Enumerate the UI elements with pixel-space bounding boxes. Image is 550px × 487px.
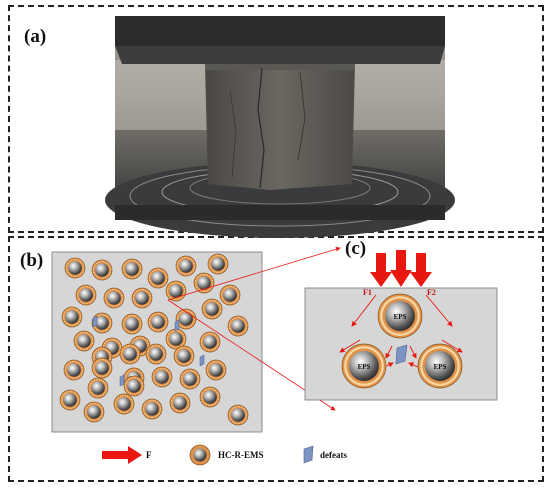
particle-b-1 <box>91 259 113 281</box>
particle-b-19 <box>73 330 95 352</box>
legend-force-arrow <box>102 446 142 464</box>
particle-b-6 <box>75 284 97 306</box>
force-label-f2: F2 <box>427 288 436 297</box>
defect-b-1 <box>174 319 180 332</box>
panel-b-label: (b) <box>20 250 44 271</box>
legend-particle-icon <box>189 444 211 466</box>
force-label-f1: F1 <box>363 288 372 297</box>
particle-field <box>59 253 249 426</box>
particle-b-18 <box>227 315 249 337</box>
compression-test-photo <box>105 16 455 238</box>
legend-defect-icon <box>303 445 314 464</box>
particle-zoom-2: EPS <box>417 343 463 389</box>
particle-zoom-0: EPS <box>377 293 423 339</box>
particle-b-33 <box>205 359 227 381</box>
defect-b-0 <box>92 315 98 328</box>
panel-a-label: (a) <box>24 26 47 47</box>
particle-zoom-label-2: EPS <box>434 363 447 371</box>
defect-b-3 <box>199 354 205 367</box>
force-arrows-c <box>370 250 432 287</box>
particle-b-26 <box>145 343 167 365</box>
particle-b-29 <box>91 357 113 379</box>
particle-b-22 <box>165 328 187 350</box>
particle-b-15 <box>147 311 169 333</box>
particle-b-5 <box>207 253 229 275</box>
legend-defect-label: defeats <box>320 450 347 460</box>
particle-b-2 <box>121 258 143 280</box>
particle-b-25 <box>119 343 141 365</box>
particle-b-28 <box>63 359 85 381</box>
particle-b-36 <box>59 389 81 411</box>
particle-b-14 <box>121 313 143 335</box>
particle-zoom-1: EPS <box>341 343 387 389</box>
particle-b-11 <box>219 284 241 306</box>
panel-c-label: (c) <box>345 238 367 259</box>
defect-b-2 <box>119 374 125 387</box>
particle-b-9 <box>165 280 187 302</box>
particle-b-41 <box>199 386 221 408</box>
particle-b-10 <box>193 272 215 294</box>
particle-b-17 <box>201 298 223 320</box>
particle-b-40 <box>169 392 191 414</box>
zoom-line-top <box>167 246 341 301</box>
particle-b-42 <box>227 404 249 426</box>
particle-zoom-group: EPS EPS EPS <box>341 293 463 389</box>
particle-b-23 <box>199 331 221 353</box>
particle-b-0 <box>64 257 86 279</box>
particle-b-35 <box>123 375 145 397</box>
particle-b-7 <box>103 287 125 309</box>
particle-b-32 <box>179 368 201 390</box>
particle-b-38 <box>113 393 135 415</box>
particle-zoom-label-1: EPS <box>358 363 371 371</box>
particle-b-31 <box>151 366 173 388</box>
particle-b-3 <box>147 267 169 289</box>
legend-particle-label: HC-R-EMS <box>218 450 264 460</box>
particle-b-37 <box>83 401 105 423</box>
defect-field <box>92 315 205 387</box>
particle-zoom-label-0: EPS <box>394 313 407 321</box>
particle-b-12 <box>61 306 83 328</box>
particle-b-27 <box>173 345 195 367</box>
legend-force-label: F <box>146 450 152 460</box>
particle-b-4 <box>175 255 197 277</box>
defect-zoom <box>395 344 408 365</box>
particle-b-34 <box>87 377 109 399</box>
particle-b-39 <box>141 398 163 420</box>
particle-b-8 <box>131 287 153 309</box>
